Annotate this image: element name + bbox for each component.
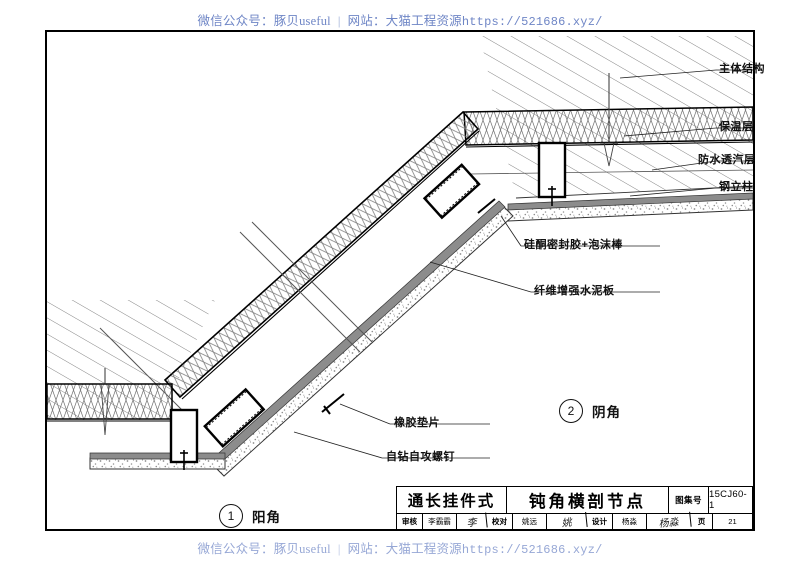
label-insulation-layer: 保温层 [719,121,754,133]
title-block-bottom-row: 审核 李霸霸 李 校对 姚远 姚 设计 杨淼 杨淼 页 21 [397,511,752,532]
watermark-bottom-url: https://521686.xyz/ [461,543,603,557]
watermark-top: 微信公众号：豚贝useful | 网站：大猫工程资源https://521686.x… [0,10,800,29]
approve-name: 李霸霸 [423,514,457,529]
watermark-url: https://521686.xyz/ [461,15,603,29]
check-signature: 姚 [546,511,588,532]
label-steel-column: 钢立柱 [719,181,754,193]
watermark-bottom-site-name: 大猫工程资源 [385,542,462,556]
check-name: 姚远 [513,514,547,529]
watermark-separator: | [337,14,341,28]
watermark-site-name: 大猫工程资源 [385,14,462,28]
watermark-site-label: 网站： [347,14,386,28]
watermark-wechat-label: 微信公众号： [197,14,274,28]
label-rubber-gasket: 橡胶垫片 [394,417,440,429]
watermark-bottom-wechat-label: 微信公众号： [197,542,274,556]
label-waterproof-layer: 防水透汽层 [698,154,756,166]
callout-label-1: 阳角 [252,510,281,525]
check-label: 校对 [487,514,513,529]
watermark-bottom-site-label: 网站： [347,542,386,556]
title-block: 通长挂件式 钝角横剖节点 图集号 15CJ60-1 审核 李霸霸 李 校对 姚远… [396,486,753,532]
page-label: 页 [691,514,713,529]
label-cement-board: 纤维增强水泥板 [534,285,615,297]
approve-label: 审核 [397,514,423,529]
design-signature: 杨淼 [646,511,692,532]
callout-number-1: 1 [219,504,243,528]
label-main-structure: 主体结构 [719,63,765,75]
approve-signature: 李 [456,512,488,531]
watermark-bottom-wechat-name: 豚贝useful [273,542,331,556]
watermark-bottom: 微信公众号：豚贝useful | 网站：大猫工程资源https://521686.x… [0,538,800,557]
design-name: 杨淼 [613,514,647,529]
watermark-bottom-separator: | [337,542,341,556]
callout-internal-corner: 2 阴角 [559,399,621,423]
drawing-name-cell: 钝角横剖节点 [507,487,669,513]
page-number: 21 [728,517,737,526]
callout-number-2: 2 [559,399,583,423]
atlas-number-value: 15CJ60-1 [709,489,748,511]
callout-label-2: 阴角 [592,405,621,420]
atlas-number-label: 图集号 [669,487,709,513]
design-label: 设计 [587,514,613,529]
series-cell: 通长挂件式 [397,487,507,513]
label-silicone-sealant: 硅酮密封胶+泡沫棒 [524,239,623,251]
watermark-wechat-name: 豚贝useful [273,14,331,28]
callout-external-corner: 1 阳角 [219,504,281,528]
title-block-top-row: 通长挂件式 钝角横剖节点 图集号 15CJ60-1 [397,487,752,514]
label-self-drilling-screw: 自钻自攻螺钉 [386,451,455,463]
